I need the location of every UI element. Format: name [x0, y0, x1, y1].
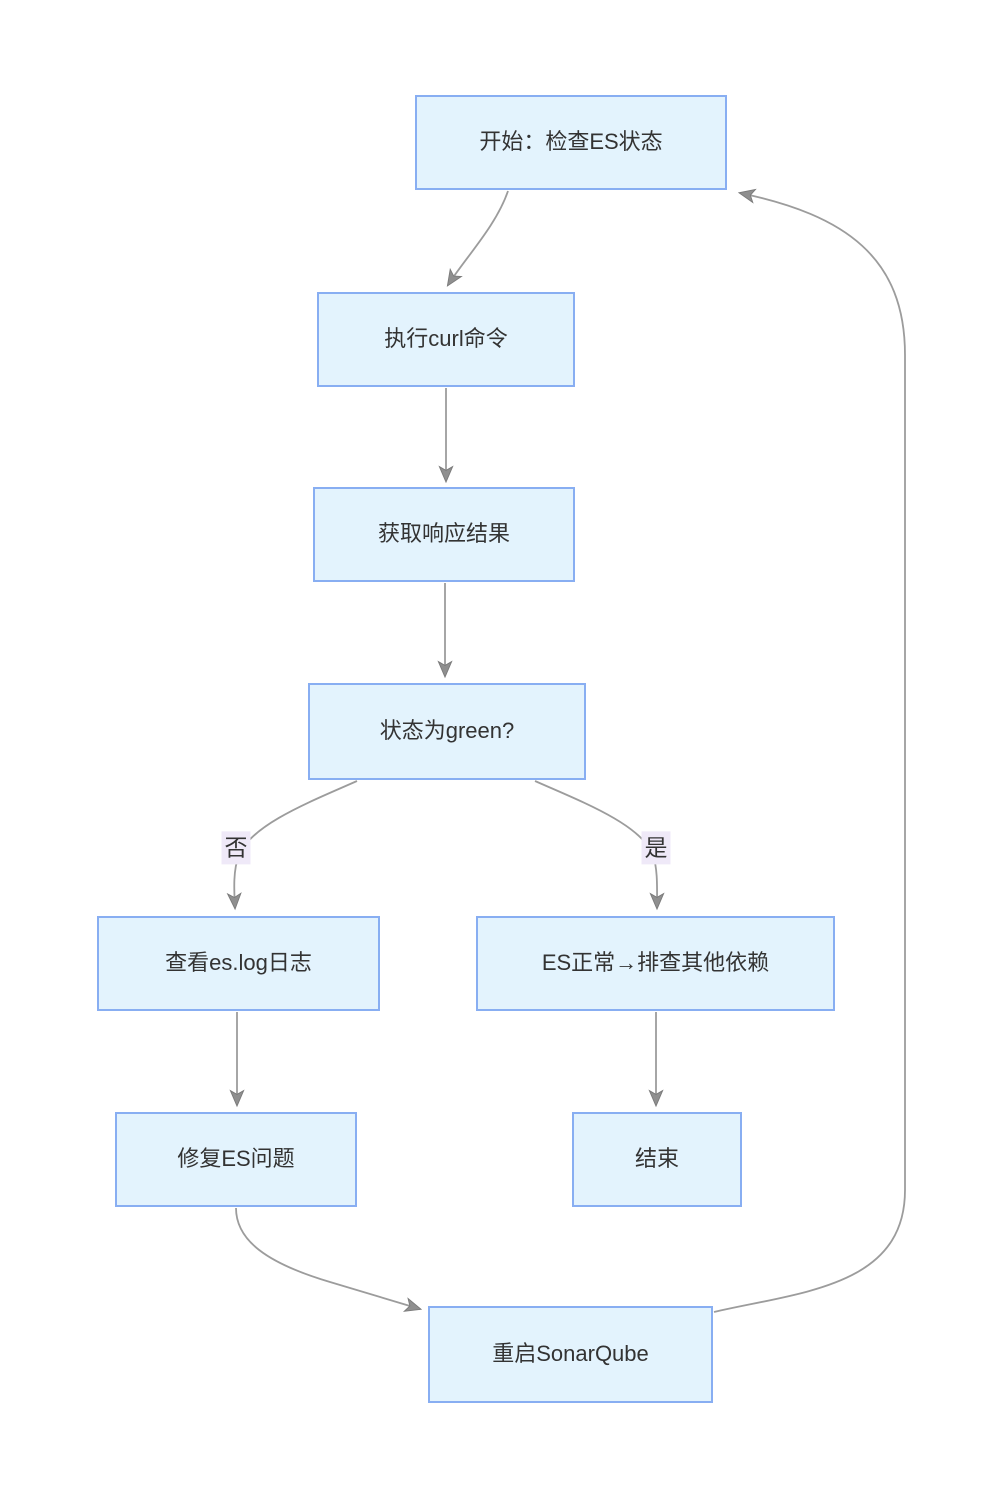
edge-restart-start [713, 188, 906, 1313]
node-check-eslog-label: 查看es.log日志 [165, 950, 312, 976]
edge-start-curl [446, 190, 509, 287]
node-exec-curl: 执行curl命令 [317, 292, 575, 387]
node-end-label: 结束 [634, 1146, 679, 1172]
edge-label-no: 否 [221, 831, 251, 865]
node-get-response: 获取响应结果 [313, 487, 575, 582]
edge-green-normal [534, 780, 665, 911]
node-start: 开始：检查ES状态 [415, 95, 727, 190]
node-check-eslog: 查看es.log日志 [97, 916, 380, 1011]
node-restart-sonarqube: 重启SonarQube [428, 1306, 713, 1403]
node-status-green-label: 状态为green? [379, 718, 515, 744]
node-fix-es-label: 修复ES问题 [177, 1146, 295, 1172]
node-restart-sonarqube-label: 重启SonarQube [492, 1341, 649, 1367]
node-exec-curl-label: 执行curl命令 [384, 326, 508, 352]
node-get-response-label: 获取响应结果 [377, 521, 510, 547]
node-end: 结束 [572, 1112, 742, 1207]
node-es-normal: ES正常→排查其他依赖 [476, 916, 835, 1011]
node-status-green: 状态为green? [308, 683, 586, 780]
node-es-normal-label: ES正常→排查其他依赖 [541, 950, 770, 976]
edge-label-yes: 是 [641, 831, 671, 865]
edge-fix-restart [235, 1207, 423, 1312]
edge-green-eslog [226, 780, 358, 911]
node-fix-es: 修复ES问题 [115, 1112, 357, 1207]
node-start-label: 开始：检查ES状态 [479, 129, 663, 155]
